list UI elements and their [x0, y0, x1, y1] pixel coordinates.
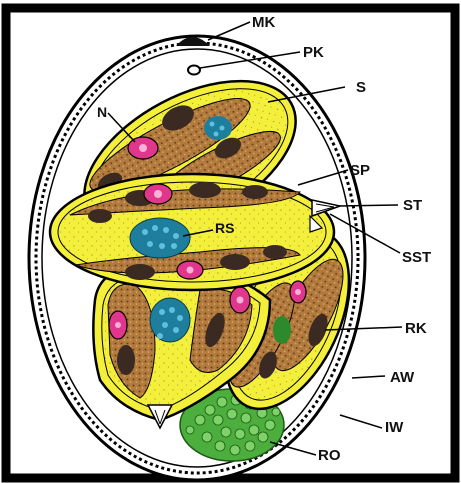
label-iw: IW	[385, 419, 404, 436]
label-sst: SST	[402, 249, 431, 266]
label-st: ST	[403, 197, 422, 214]
polar-granule	[188, 66, 200, 75]
label-rs: RS	[215, 220, 234, 236]
label-aw: AW	[390, 369, 415, 386]
label-ro: RO	[318, 447, 341, 464]
sporocyst-middle	[50, 174, 340, 290]
label-sp: SP	[350, 162, 370, 179]
label-pk: PK	[303, 44, 324, 61]
label-s: S	[356, 79, 366, 96]
label-mk: MK	[252, 14, 275, 31]
label-rk: RK	[405, 320, 427, 337]
label-n: N	[97, 104, 107, 120]
